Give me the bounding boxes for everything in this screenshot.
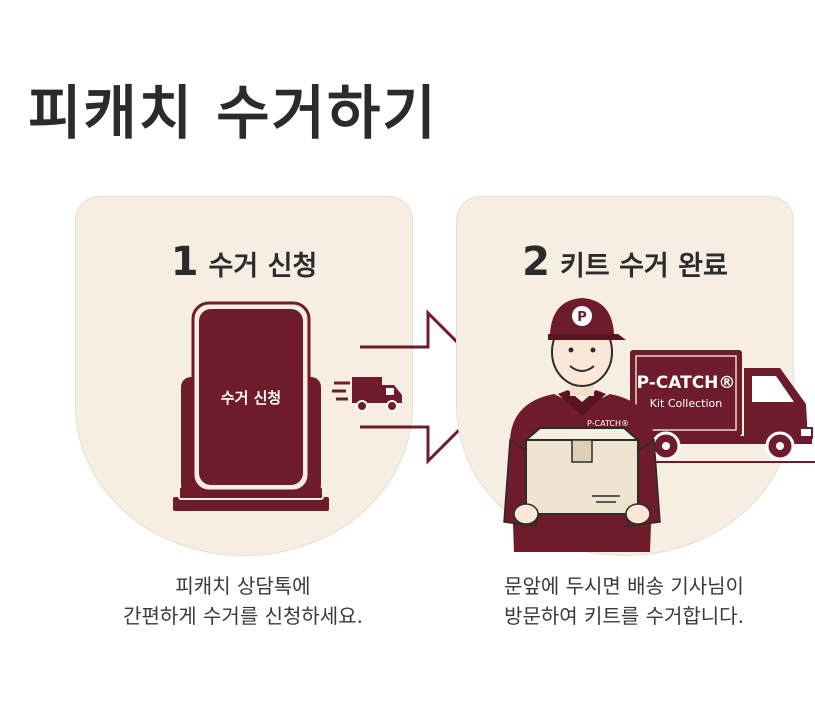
step-1-card: 1 수거 신청 수거 신청 xyxy=(75,196,413,556)
page-title: 피캐치 수거하기 xyxy=(28,79,438,147)
step-2-caption: 문앞에 두시면 배송 기사님이 방문하여 키트를 수거합니다. xyxy=(456,571,792,631)
shirt-label: P-CATCH® xyxy=(587,419,629,428)
step-2-number: 2 xyxy=(522,239,550,285)
step-1-caption: 피캐치 상담톡에 간편하게 수거를 신청하세요. xyxy=(75,571,411,631)
step-1-caption-line-2: 간편하게 수거를 신청하세요. xyxy=(123,604,363,628)
step-2-title: 2 키트 수거 완료 xyxy=(457,239,793,285)
courier-illustration: P-CATCH® P xyxy=(503,298,661,552)
truck-brand-label: P-CATCH® xyxy=(637,373,736,393)
step-1-title: 1 수거 신청 xyxy=(76,239,412,285)
step-2-caption-line-2: 방문하여 키트를 수거합니다. xyxy=(504,604,744,628)
delivery-truck-icon xyxy=(332,377,402,412)
step-2-title-text: 키트 수거 완료 xyxy=(560,251,728,282)
truck-sub-label: Kit Collection xyxy=(650,397,723,410)
phone-screen-label: 수거 신청 xyxy=(221,389,281,407)
cap-letter: P xyxy=(577,310,587,325)
step-1-number: 1 xyxy=(170,239,199,285)
step-1-title-text: 수거 신청 xyxy=(208,251,318,282)
smartphone-icon: 수거 신청 xyxy=(173,301,329,511)
collection-truck-icon: P-CATCH® Kit Collection xyxy=(630,350,815,463)
step-2-caption-line-1: 문앞에 두시면 배송 기사님이 xyxy=(504,574,744,598)
step-1-caption-line-1: 피캐치 상담톡에 xyxy=(175,574,311,598)
